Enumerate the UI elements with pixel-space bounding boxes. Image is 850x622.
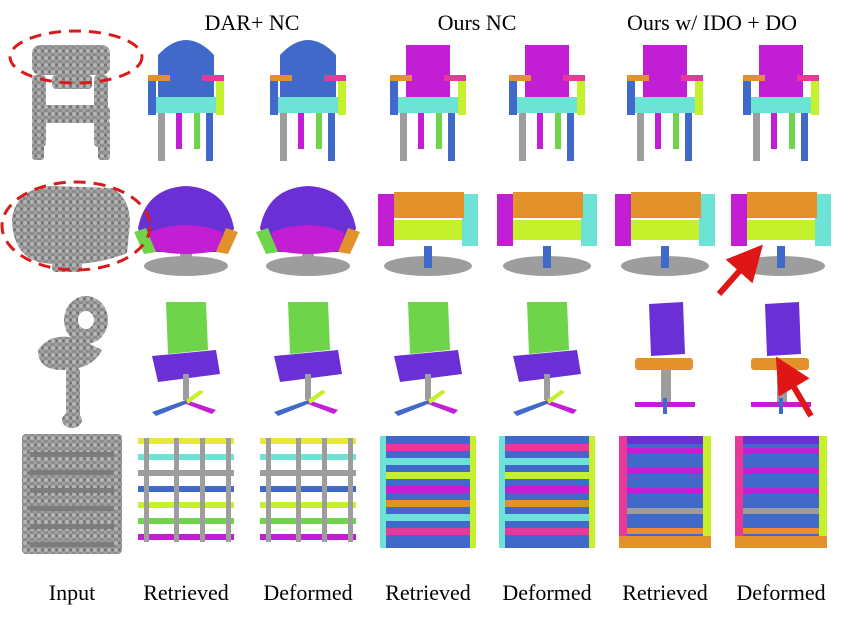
shape-lounge-chair-col-4 — [497, 192, 597, 276]
column-label-input: Input — [49, 580, 95, 605]
shape-bookshelf-col-2 — [260, 438, 356, 542]
header-ours-ido-do: Ours w/ IDO + DO — [627, 10, 797, 35]
shape-lounge-chair-col-6 — [731, 192, 831, 276]
column-label-deformed-1: Deformed — [263, 580, 352, 605]
column-label-deformed-2: Deformed — [502, 580, 591, 605]
input-point-cloud-swivel — [38, 296, 108, 428]
highlight-ellipse — [8, 29, 144, 85]
shape-lounge-chair-col-5 — [615, 192, 715, 276]
input-point-cloud-armchair — [32, 45, 110, 160]
column-label-retrieved-3: Retrieved — [622, 580, 708, 605]
shape-bookshelf-col-3 — [380, 436, 476, 548]
shape-swivel-chair-col-5 — [635, 302, 695, 414]
shape-swivel-chair-col-1 — [152, 302, 220, 416]
header-dar-nc: DAR+ NC — [205, 10, 300, 35]
red-arrow — [775, 356, 814, 418]
column-label-retrieved-2: Retrieved — [385, 580, 471, 605]
shape-lounge-chair-col-1 — [134, 186, 238, 276]
shape-lounge-chair-col-2 — [256, 186, 360, 276]
shape-lounge-chair-col-3 — [378, 192, 478, 276]
shape-armchair-col-3 — [390, 45, 466, 161]
highlight-ellipse — [0, 180, 152, 272]
shape-swivel-chair-col-4 — [513, 302, 581, 416]
shape-bookshelf-col-4 — [499, 436, 595, 548]
shape-bookshelf-col-1 — [138, 438, 234, 542]
shape-swivel-chair-col-3 — [394, 302, 462, 416]
red-arrow — [716, 244, 763, 296]
shape-armchair-col-6 — [743, 45, 819, 161]
shape-armchair-col-2 — [270, 40, 346, 161]
shape-armchair-col-5 — [627, 45, 703, 161]
input-point-cloud-bookshelf — [22, 434, 122, 554]
shape-swivel-chair-col-2 — [274, 302, 342, 416]
shape-bookshelf-col-6 — [735, 436, 827, 548]
column-label-retrieved-1: Retrieved — [143, 580, 229, 605]
shape-armchair-col-4 — [509, 45, 585, 161]
header-ours-nc: Ours NC — [438, 10, 517, 35]
shape-bookshelf-col-5 — [619, 436, 711, 548]
shape-armchair-col-1 — [148, 40, 224, 161]
column-label-deformed-3: Deformed — [736, 580, 825, 605]
shape-grid — [0, 29, 831, 554]
